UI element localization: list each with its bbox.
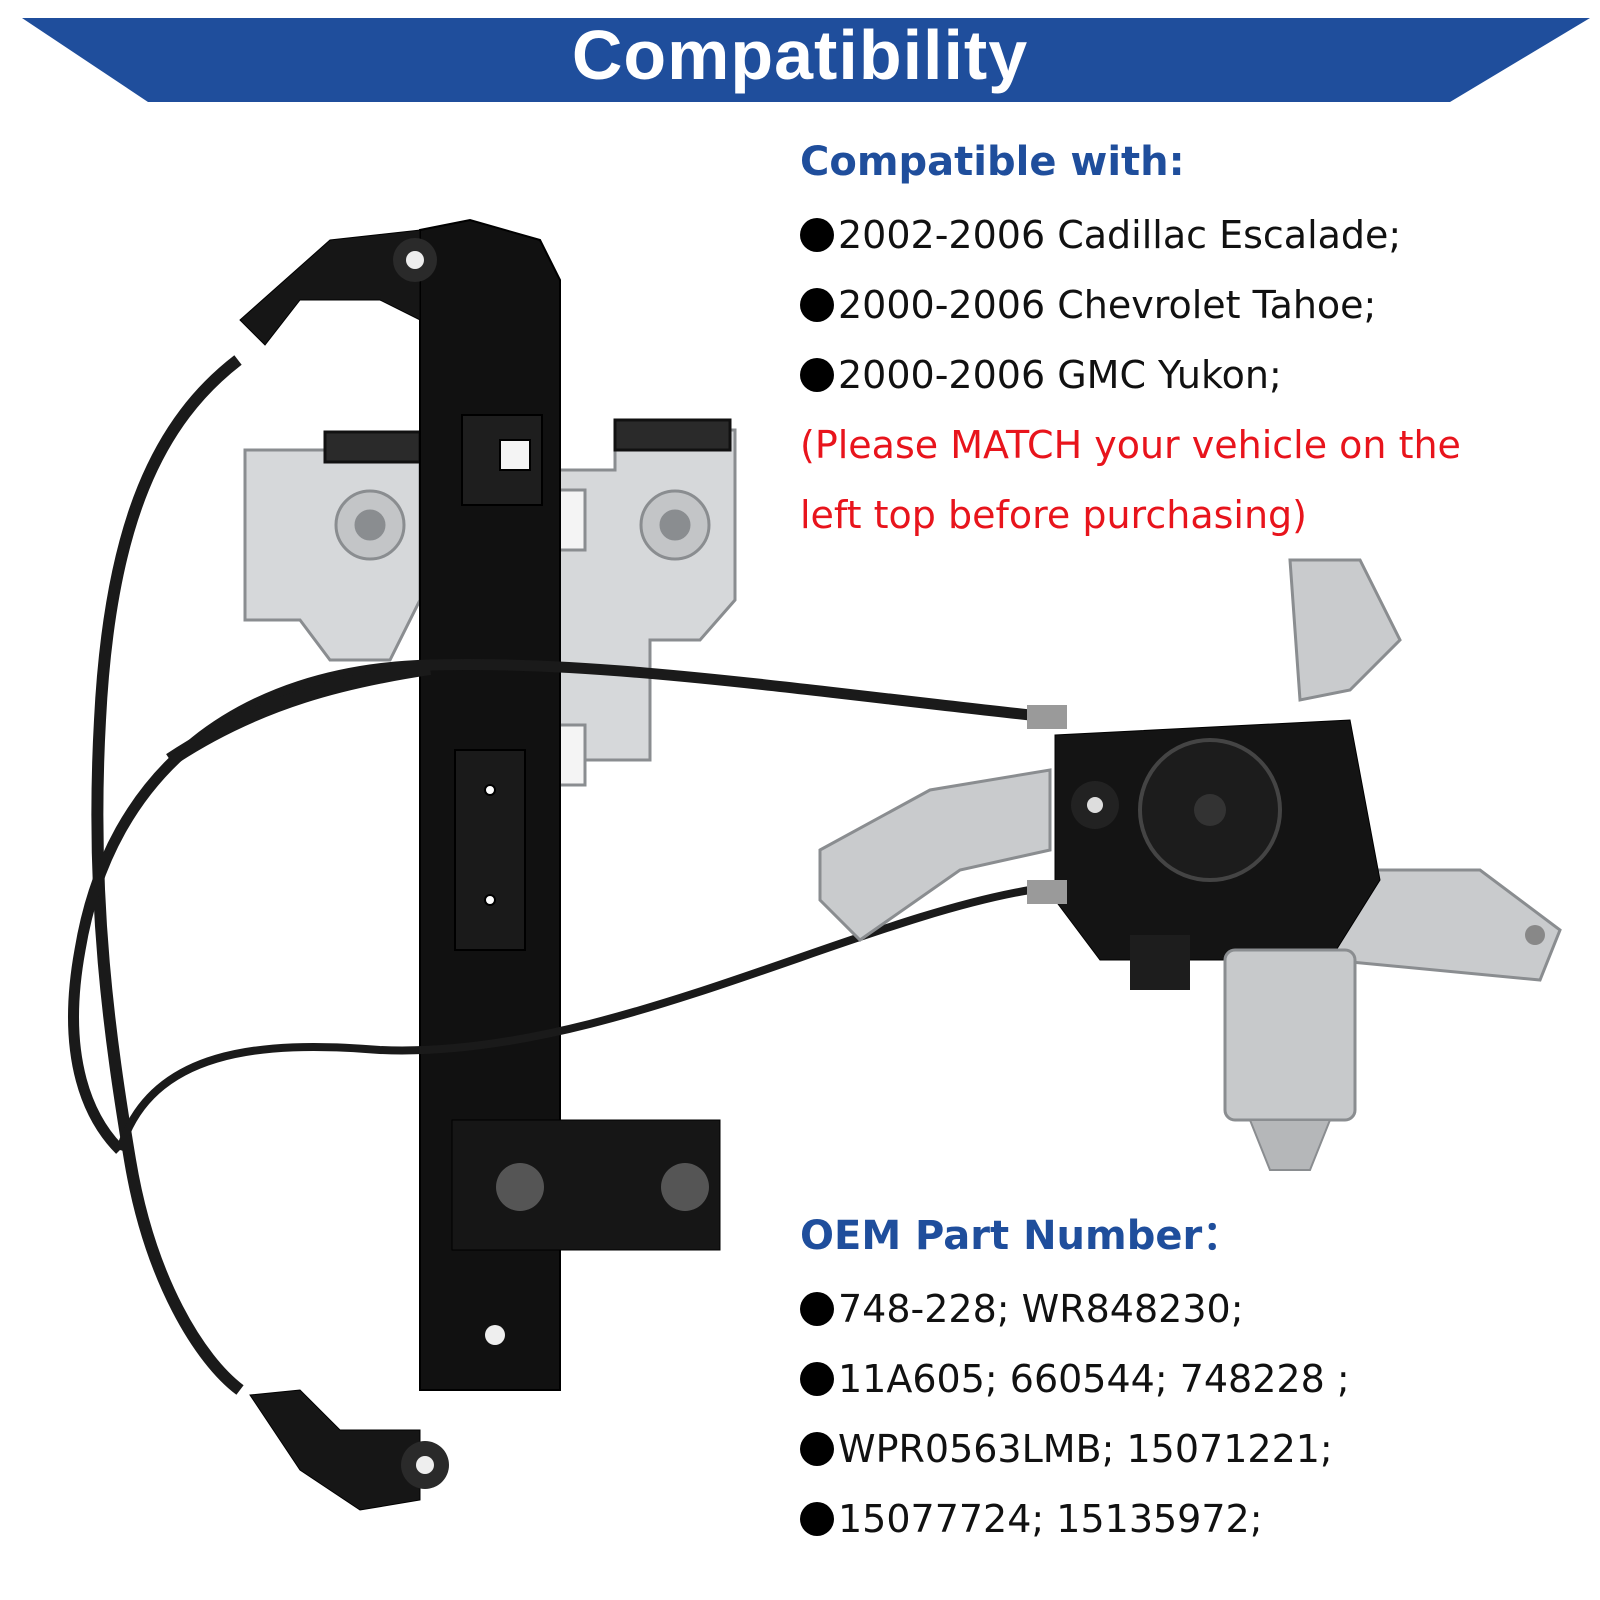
lower-crossbar (451, 1119, 721, 1345)
oem-item: 15077724; 15135972; (800, 1484, 1580, 1554)
oem-section: OEM Part Number： 748-228; WR848230; 11A6… (800, 1208, 1580, 1554)
compatible-heading: Compatible with: (800, 139, 1185, 185)
bottom-arm (249, 1389, 421, 1511)
vehicle-item: 2000-2006 GMC Yukon; (800, 340, 1580, 410)
bullet-icon (800, 218, 834, 252)
match-note-line-1: (Please MATCH your vehicle on the (800, 423, 1461, 467)
oem-numbers: 11A605; 660544; 748228 ; (838, 1357, 1350, 1401)
motor-assembly (818, 558, 1562, 1171)
oem-numbers: WPR0563LMB; 15071221; (838, 1427, 1333, 1471)
compatibility-section: Compatible with: 2002-2006 Cadillac Esca… (800, 134, 1580, 550)
oem-numbers: 748-228; WR848230; (838, 1287, 1244, 1331)
oem-heading: OEM Part Number： (800, 1213, 1243, 1259)
bullet-icon (800, 358, 834, 392)
oem-item: 748-228; WR848230; (800, 1274, 1580, 1344)
bullet-icon (800, 288, 834, 322)
oem-numbers: 15077724; 15135972; (838, 1497, 1263, 1541)
vehicle-label: 2000-2006 Chevrolet Tahoe; (838, 283, 1377, 327)
oem-item: WPR0563LMB; 15071221; (800, 1414, 1580, 1484)
top-right-bracket (538, 418, 737, 787)
vehicle-label: 2002-2006 Cadillac Escalade; (838, 213, 1402, 257)
bullet-icon (800, 1292, 834, 1326)
bullet-icon (800, 1432, 834, 1466)
top-left-bracket (243, 430, 422, 662)
vehicle-item: 2000-2006 Chevrolet Tahoe; (800, 270, 1580, 340)
header-banner (22, 18, 1590, 102)
match-note-line-2: left top before purchasing) (800, 493, 1307, 537)
bullet-icon (800, 1502, 834, 1536)
main-rail (419, 218, 561, 1391)
vehicle-label: 2000-2006 GMC Yukon; (838, 353, 1282, 397)
bullet-icon (800, 1362, 834, 1396)
top-arm (239, 229, 421, 346)
oem-item: 11A605; 660544; 748228 ; (800, 1344, 1580, 1414)
banner-title: Compatibility (571, 16, 1029, 94)
vehicle-item: 2002-2006 Cadillac Escalade; (800, 200, 1580, 270)
